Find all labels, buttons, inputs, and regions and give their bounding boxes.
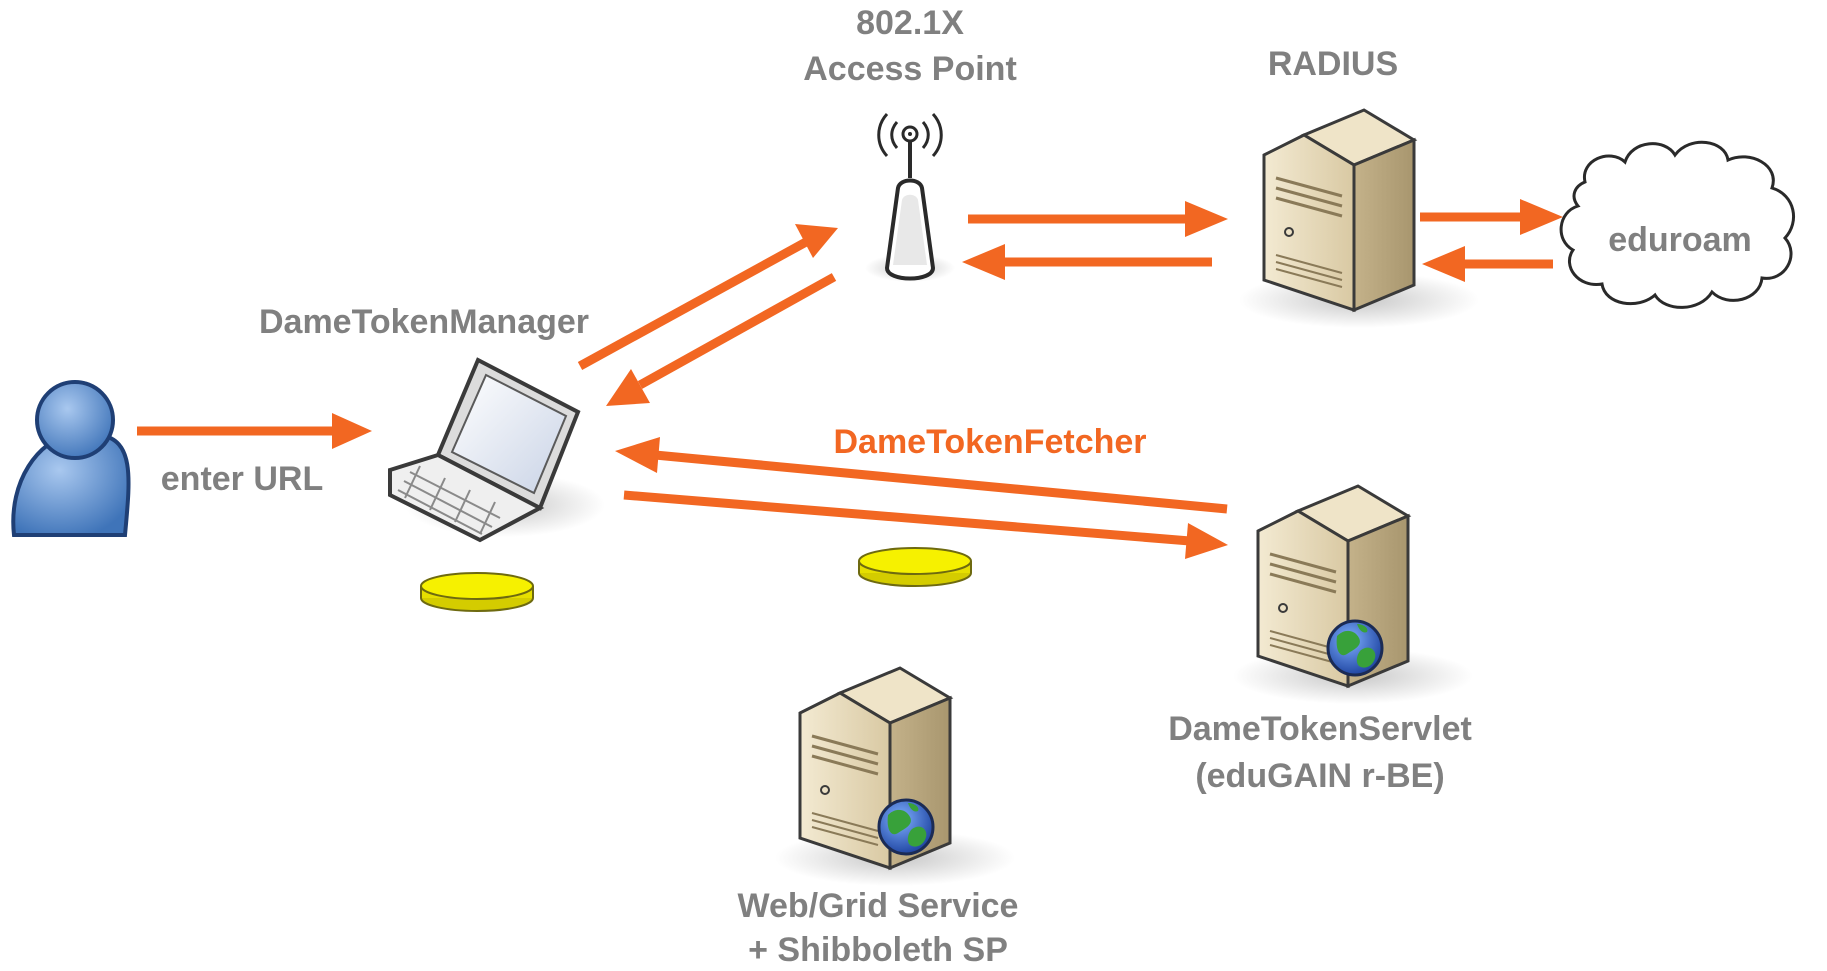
service-label-line2: + Shibboleth SP bbox=[748, 931, 1008, 969]
user-icon bbox=[11, 380, 131, 537]
arrow-servlet-to-manager bbox=[615, 437, 1228, 514]
radius-label: RADIUS bbox=[1268, 45, 1398, 83]
enter-url-label: enter URL bbox=[161, 460, 323, 498]
arrows bbox=[137, 199, 1563, 559]
arrow-radius-to-ap bbox=[962, 244, 1212, 280]
cloud-icon bbox=[1559, 140, 1795, 309]
service-label-line1: Web/Grid Service bbox=[738, 887, 1019, 925]
arrow-user-to-manager bbox=[137, 413, 372, 449]
servlet-label-line2: (eduGAIN r-BE) bbox=[1195, 757, 1444, 795]
access-point-label-line1: 802.1X bbox=[856, 4, 964, 42]
arrow-radius-to-eduroam bbox=[1420, 199, 1563, 235]
arrow-ap-to-radius bbox=[968, 201, 1228, 237]
globe-icon bbox=[1326, 619, 1384, 677]
token-icon bbox=[420, 572, 534, 612]
servlet-label-line1: DameTokenServlet bbox=[1168, 710, 1472, 748]
labels: 802.1X Access Point RADIUS eduroam DameT… bbox=[161, 4, 1752, 969]
access-point-icon bbox=[865, 112, 955, 282]
fetcher-label: DameTokenFetcher bbox=[833, 423, 1146, 461]
arrow-manager-to-servlet bbox=[623, 490, 1228, 559]
arrow-eduroam-to-radius bbox=[1422, 246, 1553, 282]
laptop-icon bbox=[388, 357, 605, 543]
token-icon bbox=[858, 547, 972, 587]
eduroam-label: eduroam bbox=[1608, 221, 1752, 259]
globe-icon bbox=[877, 798, 935, 856]
service-server-icon bbox=[773, 666, 1017, 888]
arrow-manager-to-ap bbox=[577, 224, 838, 370]
arrow-ap-to-manager bbox=[606, 273, 837, 406]
access-point-label-line2: Access Point bbox=[803, 50, 1017, 88]
manager-label: DameTokenManager bbox=[259, 303, 589, 341]
